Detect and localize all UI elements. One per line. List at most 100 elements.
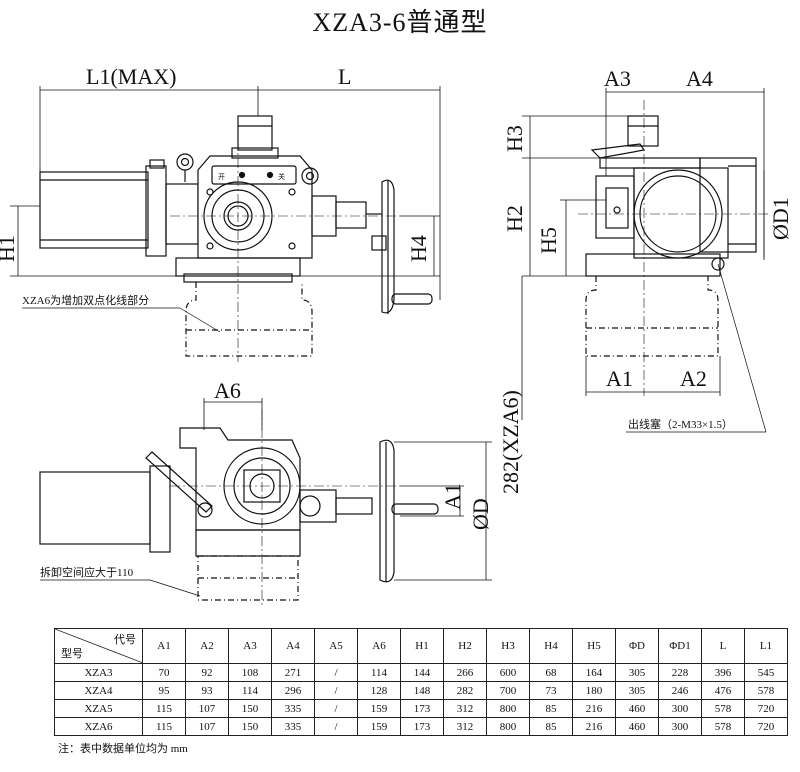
row-model: XZA6	[54, 717, 143, 736]
table-cell: 720	[744, 699, 788, 718]
table-cell: 150	[228, 717, 272, 736]
table-cell: /	[314, 717, 358, 736]
table-cell: 396	[701, 663, 745, 682]
dimension-labels: L1(MAX) L H1 H4 A3 A4 H3 H2 H5 ØD1 A1 A2…	[0, 64, 793, 579]
table-cell: 800	[486, 717, 530, 736]
table-cell: 107	[185, 717, 229, 736]
table-cell: 460	[615, 717, 659, 736]
table-cell: 173	[400, 717, 444, 736]
table-cell: 476	[701, 681, 745, 700]
table-cell: 216	[572, 717, 616, 736]
col-header: ΦD	[615, 628, 659, 664]
front-view	[10, 86, 441, 362]
table-cell: 800	[486, 699, 530, 718]
side-view	[521, 88, 770, 433]
dim-a4: A4	[686, 66, 713, 91]
table-cell: 148	[400, 681, 444, 700]
table-cell: 266	[443, 663, 487, 682]
table-cell: 578	[701, 699, 745, 718]
col-header: A2	[185, 628, 229, 664]
dim-a3: A3	[604, 66, 631, 91]
dim-d1: ØD1	[768, 197, 793, 240]
row-model: XZA4	[54, 681, 143, 700]
table-cell: 108	[228, 663, 272, 682]
top-view	[39, 398, 492, 608]
corner-bottom-label: 型号	[61, 648, 83, 660]
col-header: A3	[228, 628, 272, 664]
table-cell: 305	[615, 663, 659, 682]
table-cell: 305	[615, 681, 659, 700]
dim-a1-side: A1	[440, 483, 465, 510]
dim-d: ØD	[468, 498, 493, 530]
col-header: ΦD1	[658, 628, 702, 664]
note-xza6: XZA6为增加双点化线部分	[22, 293, 149, 307]
table-cell: 720	[744, 717, 788, 736]
dim-a1-bottom: A1	[606, 366, 633, 391]
col-header: H3	[486, 628, 530, 664]
table-cell: 114	[357, 663, 401, 682]
table-cell: 700	[486, 681, 530, 700]
table-cell: 312	[443, 699, 487, 718]
corner-top-label: 代号	[114, 634, 136, 646]
dim-a6: A6	[214, 378, 241, 403]
table-cell: 271	[271, 663, 315, 682]
table-cell: 578	[744, 681, 788, 700]
table-cell: 180	[572, 681, 616, 700]
table-cell: 85	[529, 699, 573, 718]
dim-h2: H2	[502, 205, 527, 232]
table-cell: 173	[400, 699, 444, 718]
table-cell: 545	[744, 663, 788, 682]
table-cell: /	[314, 699, 358, 718]
table-cell: 159	[357, 699, 401, 718]
note-outlet: 出线塞（2-M33×1.5）	[628, 417, 733, 431]
table-cell: 282	[443, 681, 487, 700]
table-cell: 95	[142, 681, 186, 700]
dim-l: L	[338, 64, 351, 89]
table-cell: 115	[142, 699, 186, 718]
table-footnote: 注：表中数据单位均为 mm	[58, 743, 188, 755]
page-title: XZA3-6普通型	[312, 8, 488, 37]
dim-h3: H3	[502, 125, 527, 152]
table-cell: 73	[529, 681, 573, 700]
dim-282: 282(XZA6)	[498, 390, 523, 494]
table-cell: 216	[572, 699, 616, 718]
col-header: H2	[443, 628, 487, 664]
table-cell: 335	[271, 717, 315, 736]
table-cell: 300	[658, 699, 702, 718]
row-model: XZA5	[54, 699, 143, 718]
table-cell: 228	[658, 663, 702, 682]
table-cell: 115	[142, 717, 186, 736]
col-header: H5	[572, 628, 616, 664]
table-cell: 150	[228, 699, 272, 718]
row-model: XZA3	[54, 663, 143, 682]
table-cell: 159	[357, 717, 401, 736]
table-cell: 335	[271, 699, 315, 718]
table-cell: 68	[529, 663, 573, 682]
table-cell: 92	[185, 663, 229, 682]
table-cell: 85	[529, 717, 573, 736]
dim-l1: L1(MAX)	[86, 64, 176, 89]
table-cell: 164	[572, 663, 616, 682]
col-header: A1	[142, 628, 186, 664]
dim-h5: H5	[536, 227, 561, 254]
dim-h1: H1	[0, 235, 19, 262]
dim-h4: H4	[406, 235, 431, 262]
table-cell: 107	[185, 699, 229, 718]
col-header: L1	[744, 628, 788, 664]
corner-diagonal	[55, 629, 143, 663]
table-cell: 70	[142, 663, 186, 682]
col-header: H4	[529, 628, 573, 664]
spec-table: 代号 型号 A1 A2 A3 A4 A5 A6 H1 H2 H3 H4 H5 Φ…	[54, 628, 788, 736]
panel-close-label: 关	[278, 172, 285, 181]
table-cell: /	[314, 663, 358, 682]
col-header: L	[701, 628, 745, 664]
col-header: H1	[400, 628, 444, 664]
table-cell: 128	[357, 681, 401, 700]
panel-open-label: 开	[218, 173, 225, 181]
col-header: A4	[271, 628, 315, 664]
table-cell: 93	[185, 681, 229, 700]
